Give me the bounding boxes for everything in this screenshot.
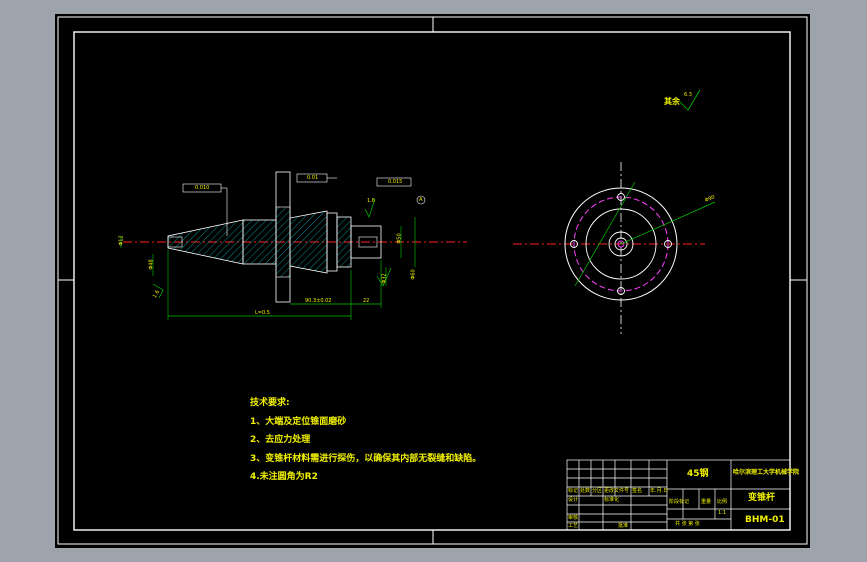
tb-label-signature: 签名: [632, 488, 643, 494]
tb-sheet: 共 张 第 张: [675, 521, 700, 527]
datum-circle: [416, 195, 426, 205]
dim-length-total: L=0.5: [255, 310, 270, 316]
tech-req-item-1: 1、大端及定位锥面磨砂: [250, 417, 347, 427]
tb-label-stage: 阶段标记: [669, 499, 690, 505]
right-bore: [358, 236, 378, 248]
tb-scale-value: 1:1: [718, 510, 727, 516]
leader-pcd: [574, 181, 636, 287]
dim-taper-dia: Φ48: [148, 259, 155, 270]
tb-label-std: 标准化: [604, 497, 620, 503]
tech-req-item-4: 4.未注圆角为R2: [250, 472, 318, 482]
tb-drawing-number: BHM-01: [745, 515, 785, 525]
flange-hatch: [275, 206, 291, 278]
dim-flange-dia: Φ32: [381, 273, 388, 284]
inner-circle-1: [585, 208, 657, 280]
center-hole: [617, 240, 625, 248]
roughness-right: 1.6: [367, 198, 375, 204]
tb-label-date: 年.月.日: [650, 488, 669, 494]
front-view: [120, 171, 467, 320]
tb-label-zone: 分区: [592, 488, 603, 494]
tb-label-scale: 比例: [717, 499, 728, 505]
taper-section: [167, 219, 244, 265]
collar-section: [242, 219, 277, 265]
dim-left-dia: Φ12: [118, 235, 125, 246]
outer-circle: [564, 187, 678, 301]
tb-material: 45钢: [687, 469, 709, 479]
tol-frame-right: [376, 177, 412, 187]
title-block: [566, 459, 791, 531]
tb-organization: 哈尔滨理工大学机械学院: [733, 469, 800, 476]
tech-req-item-2: 2、去应力处理: [250, 435, 311, 445]
side-view: [513, 89, 716, 334]
inner-circle-2: [608, 231, 634, 257]
tb-label-approve: 批准: [618, 523, 629, 529]
roughness-note: 其余: [664, 97, 680, 106]
dim-length-right: 22: [363, 298, 370, 304]
drawing-canvas[interactable]: 其余 6.3 Φ12 Φ48 Φ50 Φ60 Φ32 L=0.5 90.3±0.…: [55, 14, 810, 548]
roughness-symbol-bottom: [376, 267, 392, 287]
dim-length-mid: 90.3±0.02: [305, 298, 332, 304]
dim-right-dia: Φ50: [396, 233, 403, 244]
right-end: [350, 225, 382, 259]
inner-circle-3: [614, 237, 628, 251]
tb-label-count: 处数: [580, 488, 591, 494]
tb-label-process: 工艺: [568, 523, 579, 529]
dim-bore-dia: Φ60: [410, 269, 417, 280]
right-body: [336, 216, 352, 268]
tb-part-name: 变锥杆: [748, 493, 776, 503]
tb-label-changefile: 更改文件号: [604, 488, 630, 494]
tech-req-title: 技术要求:: [250, 398, 290, 408]
tol-left: 0.010: [195, 185, 210, 191]
inner-frame: [73, 31, 791, 531]
roughness-value: 6.3: [684, 92, 692, 98]
tb-label-weight: 重量: [701, 499, 712, 505]
tol-mid: 0.01: [307, 175, 319, 181]
taper-body: [289, 210, 328, 274]
tb-label-design: 设计: [568, 497, 579, 503]
bolt-hole-top: [617, 193, 625, 201]
roughness-symbol-left: [152, 283, 164, 299]
tb-label-mark: 标记: [568, 488, 579, 494]
general-roughness-symbol: [679, 89, 701, 111]
tb-label-check: 审核: [568, 515, 579, 521]
bolt-hole-bottom: [617, 287, 625, 295]
outer-frame: [57, 16, 808, 545]
pitch-circle: [573, 196, 669, 292]
tech-req-item-3: 3、变锥杆材料需进行探伤，以确保其内部无裂缝和缺陷。: [250, 454, 482, 464]
cad-drawing: [57, 16, 808, 545]
bolt-hole-left: [570, 240, 578, 248]
datum-letter: A: [419, 197, 423, 203]
left-bore: [167, 236, 183, 248]
leader-dia: [620, 201, 716, 245]
bolt-hole-right: [664, 240, 672, 248]
roughness-symbol-right: [364, 198, 376, 218]
tol-right: 0.015: [388, 179, 403, 185]
